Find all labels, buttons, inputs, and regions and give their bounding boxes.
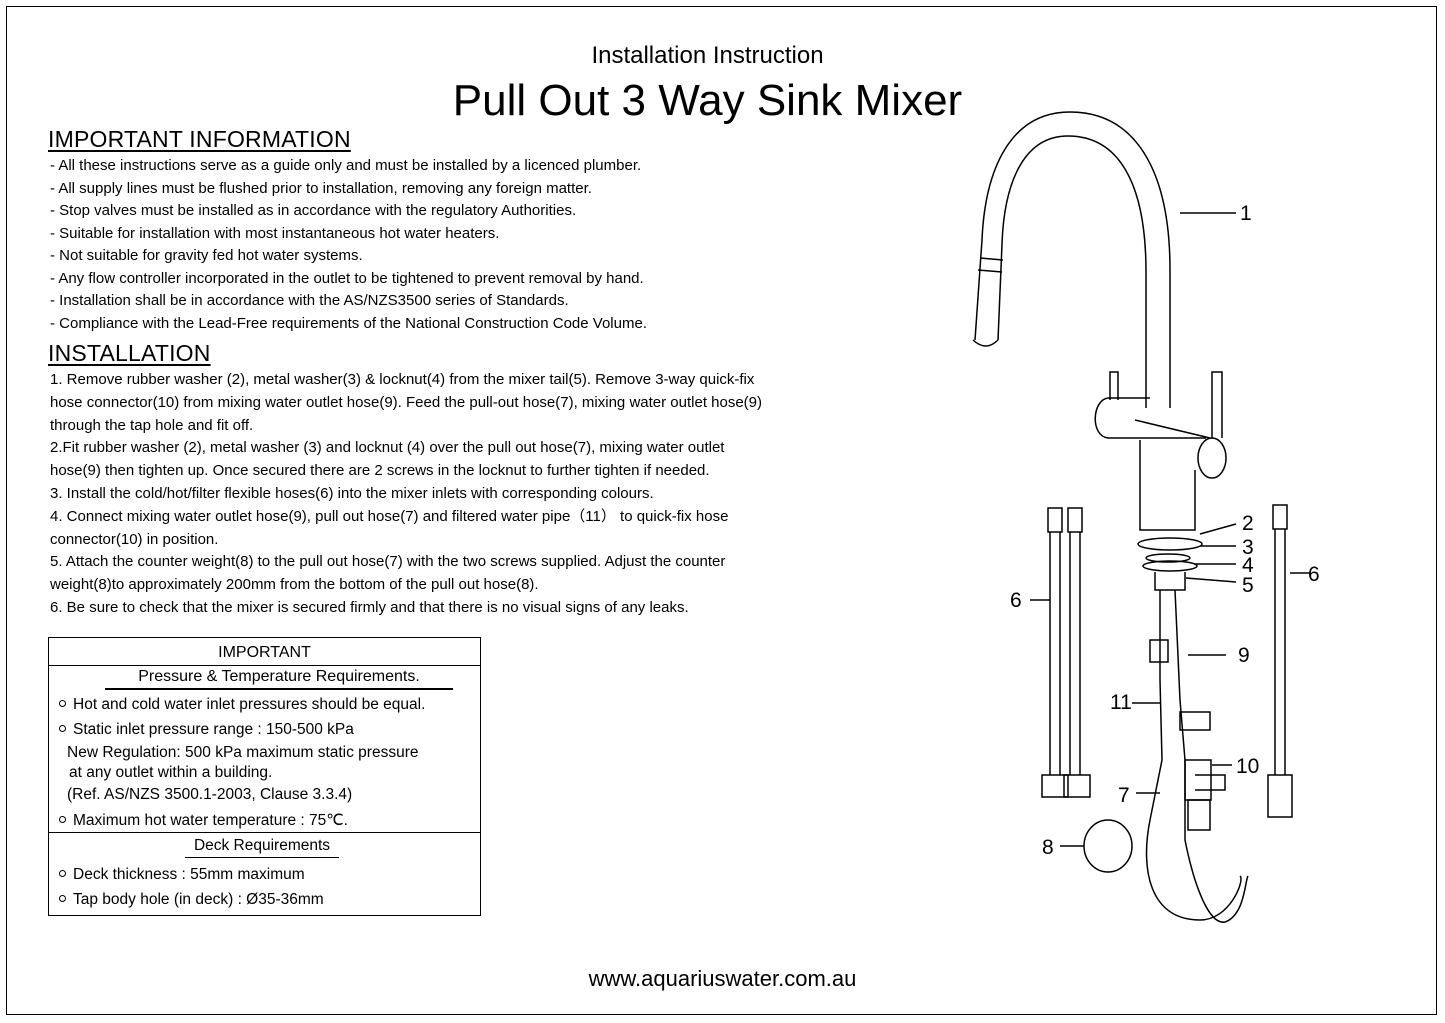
- installation-steps: 1. Remove rubber washer (2), metal washe…: [50, 369, 762, 620]
- installation-line: weight(8)to approximately 200mm from the…: [50, 576, 539, 594]
- regulation-reference: (Ref. AS/NZS 3500.1-2003, Clause 3.3.4): [67, 786, 353, 803]
- info-item: - Stop valves must be installed as in ac…: [50, 202, 577, 219]
- info-item: - All supply lines must be flushed prior…: [50, 179, 592, 197]
- bullet-pressure-range: Static inlet pressure range : 150-500 kP…: [59, 721, 354, 739]
- info-item: - Installation shall be in accordance wi…: [50, 292, 569, 309]
- callout-11: 11: [1110, 691, 1132, 714]
- installation-line: 6. Be sure to check that the mixer is se…: [50, 598, 689, 616]
- installation-line: hose connector(10) from mixing water out…: [50, 393, 763, 411]
- installation-line: 4. Connect mixing water outlet hose(9), …: [50, 507, 729, 525]
- important-box-heading: IMPORTANT: [49, 638, 480, 666]
- deck-requirements-title: Deck Requirements: [185, 835, 339, 858]
- website-url[interactable]: www.aquariuswater.com.au: [588, 966, 857, 991]
- callout-4: 4: [1242, 554, 1254, 577]
- installation-line: 3. Install the cold/hot/filter flexible …: [50, 484, 654, 502]
- callout-9: 9: [1238, 644, 1250, 667]
- installation-line: connector(10) in position.: [50, 530, 219, 548]
- callout-10: 10: [1236, 755, 1259, 778]
- bullet-deck-thickness: Deck thickness : 55mm maximum: [59, 866, 305, 884]
- installation-line: through the tap hole and fit off.: [50, 416, 254, 434]
- regulation-line: New Regulation: 500 kPa maximum static p…: [67, 744, 419, 761]
- important-information-list: - All these instructions serve as a guid…: [50, 155, 647, 335]
- callout-8: 8: [1042, 836, 1054, 859]
- callout-1: 1: [1240, 202, 1252, 225]
- installation-line: 2.Fit rubber washer (2), metal washer (3…: [50, 439, 725, 457]
- pressure-requirements-title: Pressure & Temperature Requirements.: [105, 666, 453, 690]
- info-item: - Suitable for installation with most in…: [50, 224, 500, 242]
- callout-2: 2: [1242, 512, 1254, 535]
- important-information-heading: IMPORTANT INFORMATION: [48, 126, 351, 152]
- callout-3: 3: [1242, 536, 1254, 559]
- installation-line: hose(9) then tighten up. Once secured th…: [50, 462, 710, 480]
- installation-heading: INSTALLATION: [48, 340, 211, 366]
- info-item: - Compliance with the Lead-Free requirem…: [50, 314, 647, 332]
- page-subtitle: Installation Instruction: [591, 42, 824, 69]
- info-item: - Any flow controller incorporated in th…: [50, 269, 644, 287]
- page-frame: [6, 6, 1437, 1015]
- callout-6-left: 6: [1010, 589, 1022, 612]
- bullet-tap-hole: Tap body hole (in deck) : Ø35-36mm: [59, 891, 324, 909]
- installation-line: 5. Attach the counter weight(8) to the p…: [50, 553, 726, 571]
- installation-line: 1. Remove rubber washer (2), metal washe…: [50, 371, 755, 388]
- bullet-equal-pressure: Hot and cold water inlet pressures shoul…: [59, 696, 425, 714]
- bullet-max-temperature: Maximum hot water temperature : 75℃.: [59, 811, 348, 830]
- callout-5: 5: [1242, 574, 1254, 597]
- page-title: Pull Out 3 Way Sink Mixer: [452, 76, 963, 125]
- info-item: - All these instructions serve as a guid…: [50, 157, 642, 174]
- info-item: - Not suitable for gravity fed hot water…: [50, 247, 363, 264]
- callout-7: 7: [1118, 784, 1130, 807]
- regulation-line: at any outlet within a building.: [69, 764, 273, 781]
- callout-6-right: 6: [1308, 563, 1320, 586]
- important-requirements-box: IMPORTANT Pressure & Temperature Require…: [48, 637, 481, 916]
- box-divider: [49, 832, 480, 833]
